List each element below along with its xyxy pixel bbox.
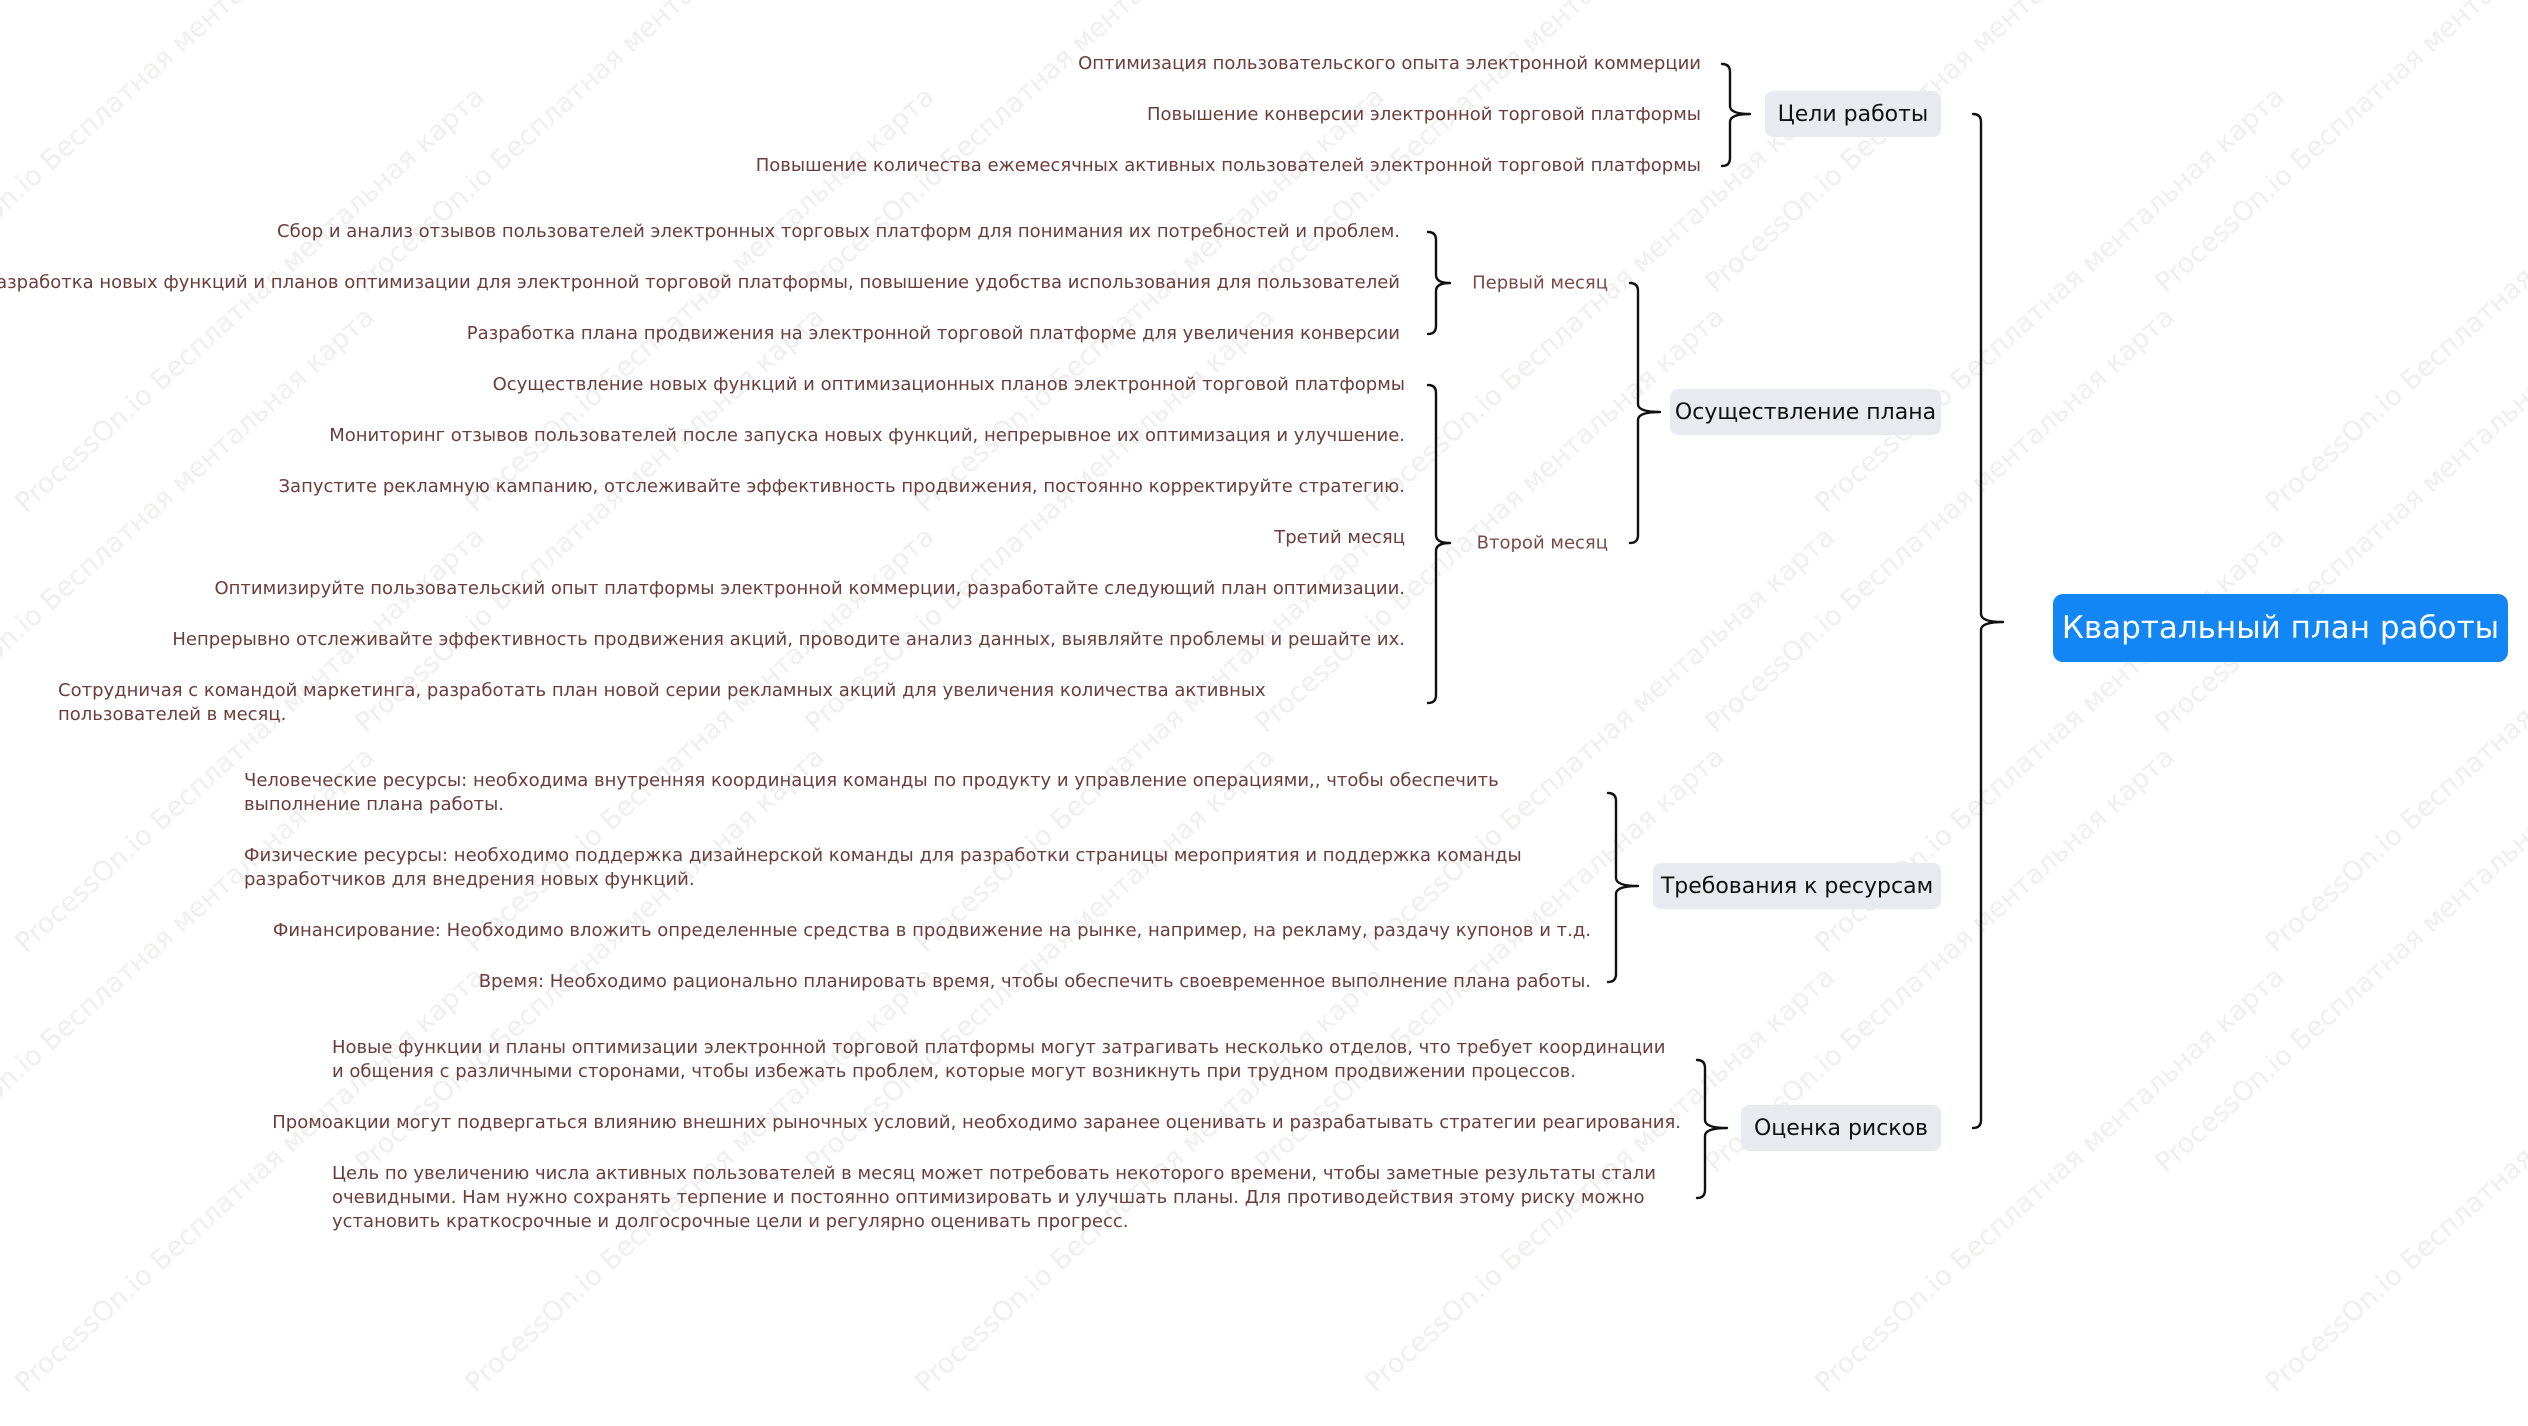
leaf-second-month-6[interactable]: Непрерывно отслеживайте эффективность пр… (172, 629, 1405, 650)
leaf-second-month-5[interactable]: Оптимизируйте пользовательский опыт плат… (214, 578, 1406, 599)
root-connector-brace (1971, 112, 2005, 1130)
branch-goals[interactable]: Цели работы (1765, 91, 1941, 137)
leaf-goal-1[interactable]: Оптимизация пользовательского опыта элек… (1078, 53, 1701, 74)
resources-connector-brace (1606, 791, 1640, 984)
branch-resource-requirements[interactable]: Требования к ресурсам (1653, 863, 1941, 909)
leaf-resource-4[interactable]: Время: Необходимо рационально планироват… (478, 971, 1591, 992)
leaf-risk-3[interactable]: Цель по увеличению числа активных пользо… (332, 1163, 1656, 1232)
leaf-goal-3[interactable]: Повышение количества ежемесячных активны… (755, 155, 1701, 176)
leaf-resource-2[interactable]: Физические ресурсы: необходимо поддержка… (244, 845, 1522, 890)
connector-layer (1426, 62, 2005, 1200)
subbranch-first-month[interactable]: Первый месяц (1472, 272, 1608, 294)
branch-risk-assessment[interactable]: Оценка рисков (1741, 1105, 1941, 1151)
leaf-first-month-2[interactable]: Разработка новых функций и планов оптими… (0, 272, 1400, 293)
leaf-second-month-2[interactable]: Мониторинг отзывов пользователей после з… (329, 425, 1405, 446)
leaf-goal-2[interactable]: Повышение конверсии электронной торговой… (1146, 104, 1701, 125)
leaf-first-month-3[interactable]: Разработка плана продвижения на электрон… (466, 323, 1400, 344)
leaf-first-month-1[interactable]: Сбор и анализ отзывов пользователей элек… (277, 221, 1400, 242)
leaf-resource-3[interactable]: Финансирование: Необходимо вложить опред… (272, 920, 1591, 941)
leaf-risk-1[interactable]: Новые функции и планы оптимизации электр… (332, 1037, 1666, 1082)
leaf-second-month-1[interactable]: Осуществление новых функций и оптимизаци… (492, 374, 1405, 395)
branch-plan-execution[interactable]: Осуществление плана (1670, 389, 1941, 435)
leaf-second-month-7[interactable]: Сотрудничая с командой маркетинга, разра… (58, 680, 1266, 725)
second-month-connector-brace (1426, 383, 1452, 705)
plan-connector-brace (1628, 281, 1662, 545)
leaf-risk-2[interactable]: Промоакции могут подвергаться влиянию вн… (272, 1112, 1681, 1133)
risks-connector-brace (1695, 1058, 1729, 1200)
goals-connector-brace (1720, 62, 1752, 168)
leaf-resource-1[interactable]: Человеческие ресурсы: необходима внутрен… (244, 770, 1499, 815)
first-month-connector-brace (1426, 230, 1452, 336)
subbranch-second-month[interactable]: Второй месяц (1476, 532, 1608, 554)
leaf-second-month-3[interactable]: Запустите рекламную кампанию, отслеживай… (278, 476, 1406, 497)
root-node[interactable]: Квартальный план работы (2053, 594, 2508, 662)
leaf-third-month-label[interactable]: Третий месяц (1274, 527, 1405, 548)
